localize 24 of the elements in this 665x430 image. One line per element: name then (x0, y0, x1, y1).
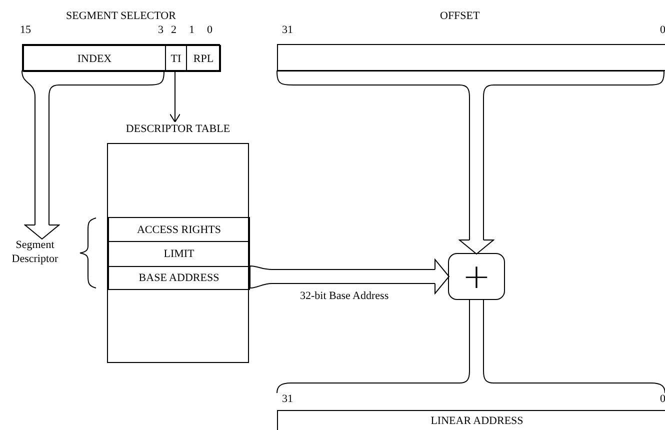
register-title: SEGMENT SELECTOR (65, 10, 177, 22)
brace-label: Segment Descriptor (2, 238, 68, 268)
bit-number: 0 (660, 24, 665, 36)
arrow (170, 70, 180, 122)
bit-number: 1 (189, 24, 194, 36)
register-title: DESCRIPTOR TABLE (124, 123, 232, 135)
bit-number: 3 (158, 24, 164, 36)
adder-box: + (448, 253, 505, 300)
bus-line (276, 300, 665, 394)
bit-number: 31 (282, 393, 293, 405)
bit-number: 31 (282, 24, 293, 36)
bit-field: RPL (186, 45, 221, 72)
register-field: LINEAR ADDRESS (277, 410, 665, 430)
bit-field: INDEX (23, 45, 166, 72)
bit-field: TI (165, 45, 187, 72)
bit-number: 15 (20, 24, 31, 36)
table-row: LIMIT (108, 241, 250, 267)
bit-number: 0 (207, 24, 212, 36)
bit-number: 0 (660, 393, 665, 405)
table-row: ACCESS RIGHTS (108, 217, 250, 242)
bit-number: 2 (171, 24, 176, 36)
register-title: OFFSET (440, 10, 480, 22)
table-row: BASE ADDRESS (108, 266, 250, 290)
edge-label: 32-bit Base Address (300, 290, 389, 302)
